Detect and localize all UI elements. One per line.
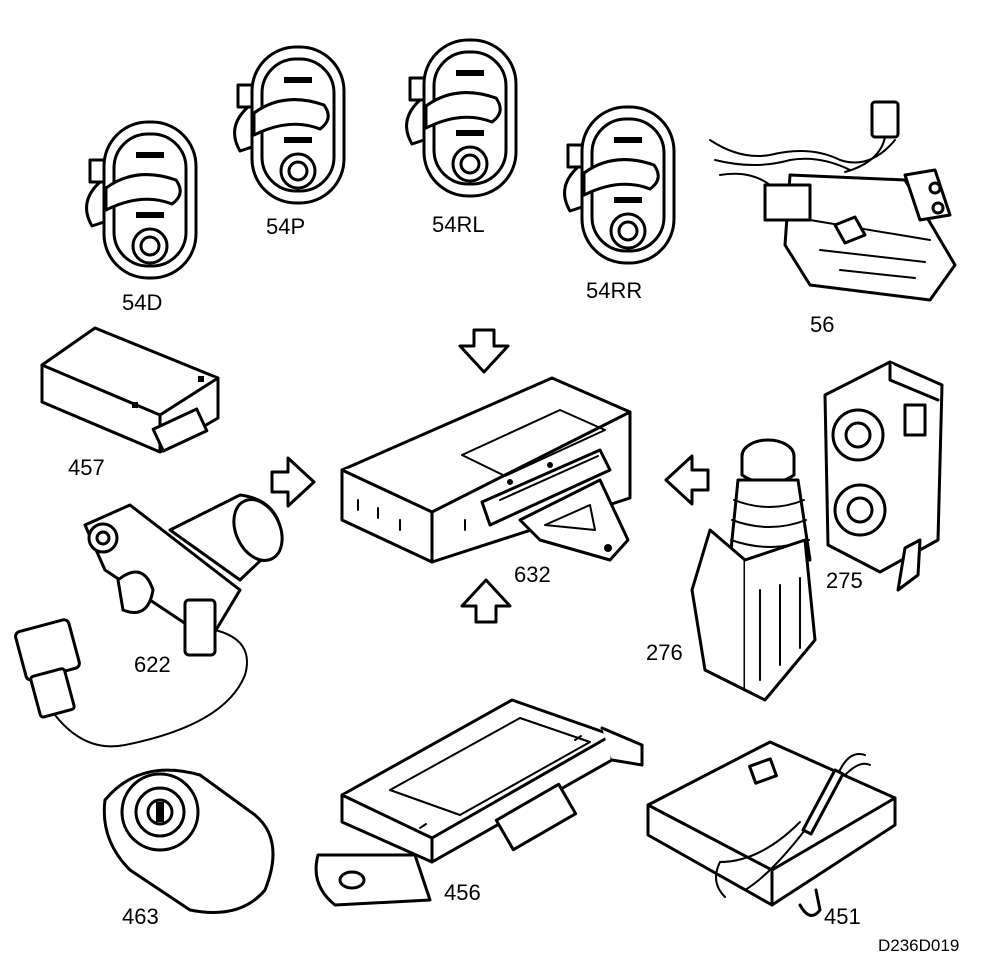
door-lock-54RR: [563, 105, 676, 265]
arrow-from-right: [664, 454, 710, 506]
door-lock-54D: [85, 120, 198, 280]
label-276: 276: [646, 640, 683, 665]
label-54P: 54P: [266, 214, 305, 239]
label-632: 632: [514, 562, 551, 587]
label-54RR: 54RR: [586, 278, 642, 303]
drawing-code: D236D019: [878, 936, 959, 955]
ignition-switch-463: [102, 768, 275, 914]
selector-switch-276: [690, 438, 817, 702]
lock-mechanism-56: [709, 100, 957, 302]
door-lock-54P: [233, 45, 346, 205]
label-54D: 54D: [122, 290, 162, 315]
receiver-module-456: [314, 698, 644, 907]
arrow-from-left: [270, 456, 316, 508]
label-54RL: 54RL: [432, 212, 485, 237]
label-451: 451: [824, 904, 861, 929]
arrow-from-top: [458, 328, 510, 374]
switch-module-275: [823, 360, 944, 592]
control-module-632: [340, 376, 632, 564]
control-unit-451: [646, 740, 897, 917]
actuator-622: [14, 493, 284, 748]
label-622: 622: [134, 652, 171, 677]
control-box-457: [40, 326, 220, 454]
label-463: 463: [122, 904, 159, 929]
arrow-from-bottom: [460, 578, 512, 624]
label-456: 456: [444, 880, 481, 905]
label-275: 275: [826, 568, 863, 593]
label-56: 56: [810, 312, 834, 337]
door-lock-54RL: [405, 38, 518, 198]
label-457: 457: [68, 455, 105, 480]
